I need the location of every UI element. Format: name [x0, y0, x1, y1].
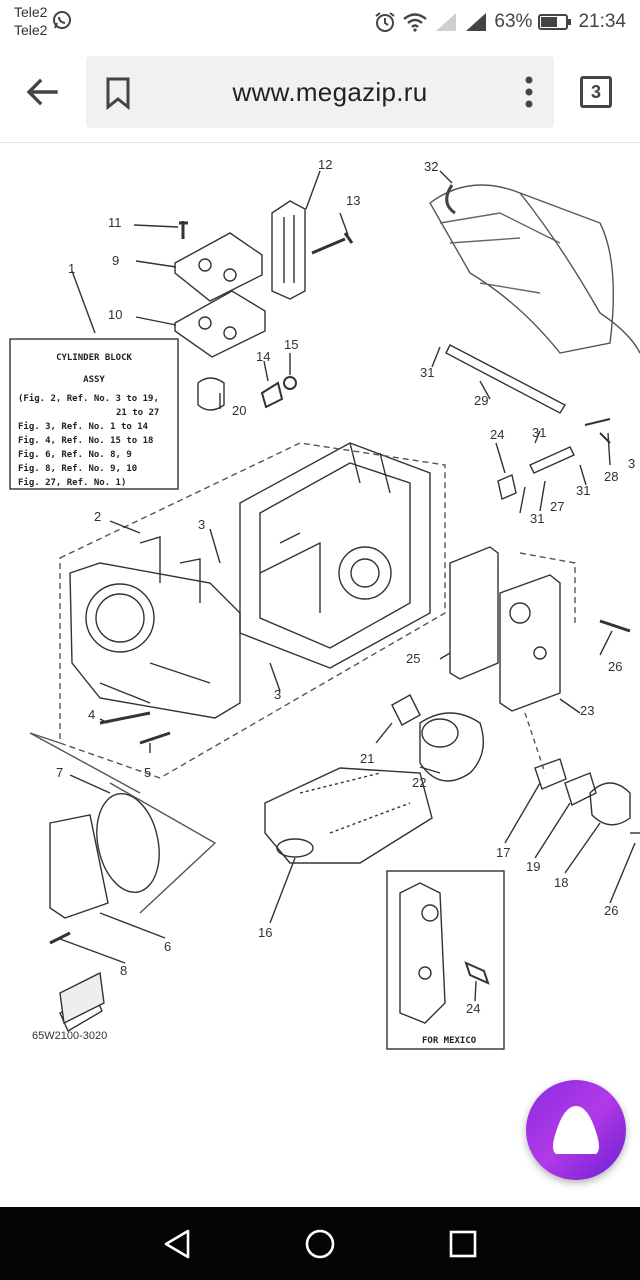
part-number: 22 [412, 775, 426, 790]
part-number: 24 [490, 427, 504, 442]
signal-icon [466, 13, 487, 31]
part-number: 21 [360, 751, 374, 766]
part-number: 25 [406, 651, 420, 666]
status-bar: Tele2 Tele2 63% 21:34 [0, 0, 640, 44]
part-number: 31 [532, 425, 546, 440]
part-number: 14 [256, 349, 270, 364]
part-number: 2 [94, 509, 101, 524]
part-number: 27 [550, 499, 564, 514]
back-arrow-icon[interactable] [22, 72, 62, 112]
tab-switcher-button[interactable]: 3 [580, 76, 612, 108]
mexico-label: FOR MEXICO [422, 1036, 477, 1046]
part-number: 28 [604, 469, 618, 484]
part-number: 32 [424, 159, 438, 174]
part-number: 26 [608, 659, 622, 674]
part-number: 31 [576, 483, 590, 498]
signal-icon [436, 13, 457, 31]
back-triangle-icon[interactable] [160, 1227, 194, 1261]
assy-line: 21 to 27 [116, 408, 159, 418]
assy-line: (Fig. 2, Ref. No. 3 to 19, [18, 393, 159, 404]
status-icons: 63% 21:34 [374, 8, 626, 36]
drawing-code: 65W2100-3020 [32, 1030, 107, 1042]
part-number: 9 [112, 253, 119, 268]
part-number: 1 [68, 261, 75, 276]
part-number: 13 [346, 193, 360, 208]
assy-line: Fig. 3, Ref. No. 1 to 14 [18, 421, 149, 432]
assy-line: Fig. 4, Ref. No. 15 to 18 [18, 435, 153, 446]
part-number: 18 [554, 875, 568, 890]
carrier-1: Tele2 [14, 4, 48, 20]
part-number: 17 [496, 845, 510, 860]
carrier-2: Tele2 [14, 22, 48, 38]
part-number: 26 [604, 903, 618, 918]
part-number: 8 [120, 963, 127, 978]
recents-square-icon[interactable] [446, 1227, 480, 1261]
part-number: 23 [580, 703, 594, 718]
part-number: 4 [88, 707, 95, 722]
assy-title-1: CYLINDER BLOCK [56, 353, 132, 363]
part-number: 20 [232, 403, 246, 418]
part-number: 11 [108, 215, 122, 230]
exploded-parts-diagram: CYLINDER BLOCK ASSY (Fig. 2, Ref. No. 3 … [9, 157, 640, 1050]
part-number: 3 [198, 517, 205, 532]
assy-line: Fig. 6, Ref. No. 8, 9 [18, 449, 132, 460]
whatsapp-icon [53, 11, 71, 29]
part-number: 31 [420, 365, 434, 380]
part-number: 24 [466, 1001, 480, 1016]
part-number: 15 [284, 337, 298, 352]
url-text[interactable]: www.megazip.ru [232, 77, 428, 107]
assy-line: Fig. 8, Ref. No. 9, 10 [18, 463, 137, 474]
assy-line: Fig. 27, Ref. No. 1) [18, 477, 126, 488]
battery-icon [538, 14, 572, 30]
part-number: 7 [56, 765, 63, 780]
home-circle-icon[interactable] [303, 1227, 337, 1261]
part-number: 6 [164, 939, 171, 954]
page-content: CYLINDER BLOCK ASSY (Fig. 2, Ref. No. 3 … [0, 143, 640, 1207]
system-nav-bar [0, 1207, 640, 1280]
part-number: 3 [274, 687, 281, 702]
address-bar[interactable]: www.megazip.ru [86, 56, 554, 128]
part-number: 3 [628, 456, 635, 471]
wifi-icon [403, 13, 428, 32]
part-number: 12 [318, 157, 332, 172]
part-number: 19 [526, 859, 540, 874]
menu-dots-icon[interactable] [524, 76, 534, 108]
alice-assistant-button[interactable] [526, 1080, 626, 1180]
part-number: 10 [108, 307, 122, 322]
part-number: 16 [258, 925, 272, 940]
bookmark-icon[interactable] [104, 76, 132, 110]
alice-assistant-icon [553, 1106, 599, 1154]
alarm-icon [375, 12, 396, 32]
part-number: 31 [530, 511, 544, 526]
assy-title-2: ASSY [83, 375, 105, 385]
part-number: 5 [144, 765, 151, 780]
battery-percent: 63% [494, 11, 533, 32]
part-number: 29 [474, 393, 488, 408]
clock: 21:34 [578, 11, 626, 32]
browser-toolbar: www.megazip.ru 3 [0, 44, 640, 143]
